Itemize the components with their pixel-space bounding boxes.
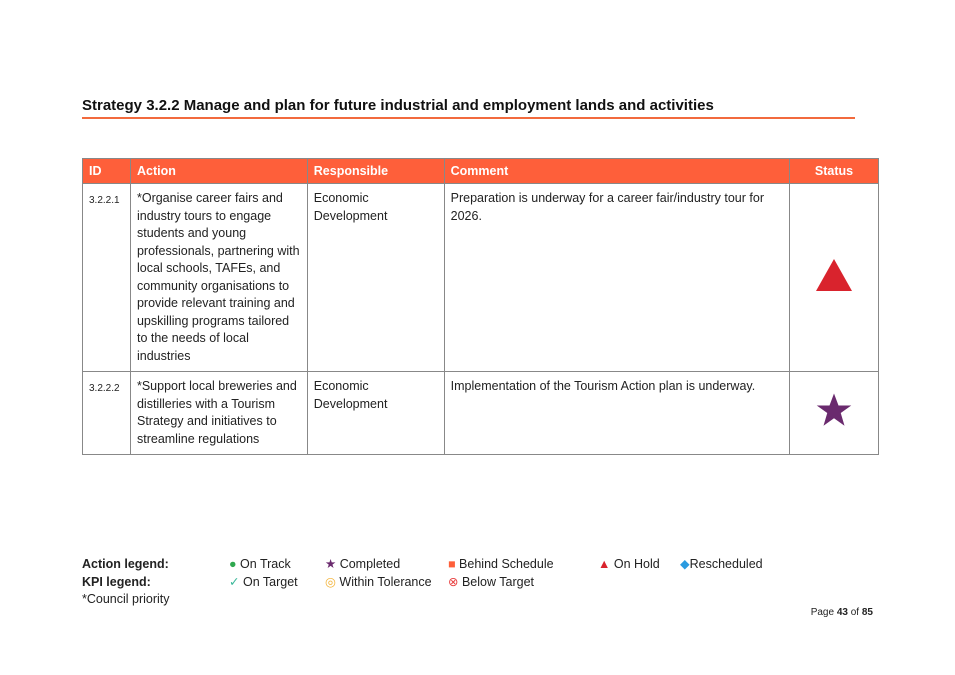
legend-on-track: On Track [240,557,291,571]
cell-responsible: Economic Development [306,183,445,372]
legend-on-target: On Target [242,574,298,589]
on-hold-triangle-icon: ▲ [598,557,611,571]
legend-within-tolerance: Within Tolerance [339,574,432,589]
completed-star-icon: ★ [325,557,337,571]
kpi-legend-label: KPI legend: [82,574,151,589]
title-underline [82,117,855,119]
cell-comment: Preparation is underway for a career fai… [443,183,791,372]
on-target-check-icon: ✓ [229,574,240,589]
table-row: 3.2.2.1 *Organise career fairs and indus… [82,183,879,372]
header-responsible: Responsible [306,158,445,184]
actions-table: ID Action Responsible Comment Status 3.2… [82,158,879,455]
behind-schedule-square-icon: ■ [448,557,456,571]
on-hold-triangle-icon [816,258,853,291]
within-tolerance-icon: ◎ [325,574,336,589]
cell-id: 3.2.2.2 [82,371,131,455]
table-row: 3.2.2.2 *Support local breweries and dis… [82,371,879,455]
cell-status [789,183,879,372]
header-comment: Comment [443,158,791,184]
header-id: ID [82,158,131,184]
council-priority-note: *Council priority [82,592,170,606]
header-action: Action [129,158,308,184]
legend-behind-schedule: Behind Schedule [459,557,554,571]
page-current: 43 [836,607,848,618]
completed-star-icon [816,393,852,426]
page-of: of [850,607,860,618]
rescheduled-diamond-icon: ◆ [680,557,690,571]
below-target-x-icon: ⊗ [448,574,459,589]
cell-action: *Organise career fairs and industry tour… [129,183,308,372]
action-legend-label: Action legend: [82,557,169,571]
page-title: Strategy 3.2.2 Manage and plan for futur… [82,97,714,114]
table-header: ID Action Responsible Comment Status [82,158,879,184]
cell-responsible: Economic Development [306,371,445,455]
cell-action: *Support local breweries and distillerie… [129,371,308,455]
legend-rescheduled: Rescheduled [689,557,763,571]
cell-status [789,371,879,455]
page-number: Page 43 of 85 [811,607,873,618]
on-track-circle-icon: ● [229,557,237,571]
cell-id: 3.2.2.1 [82,183,131,372]
legend-on-hold: On Hold [613,557,660,571]
legend-below-target: Below Target [461,574,535,589]
page-total: 85 [861,607,873,618]
cell-comment: Implementation of the Tourism Action pla… [443,371,791,455]
page-prefix: Page [810,607,835,618]
header-status: Status [789,158,879,184]
legend-completed: Completed [339,557,401,571]
